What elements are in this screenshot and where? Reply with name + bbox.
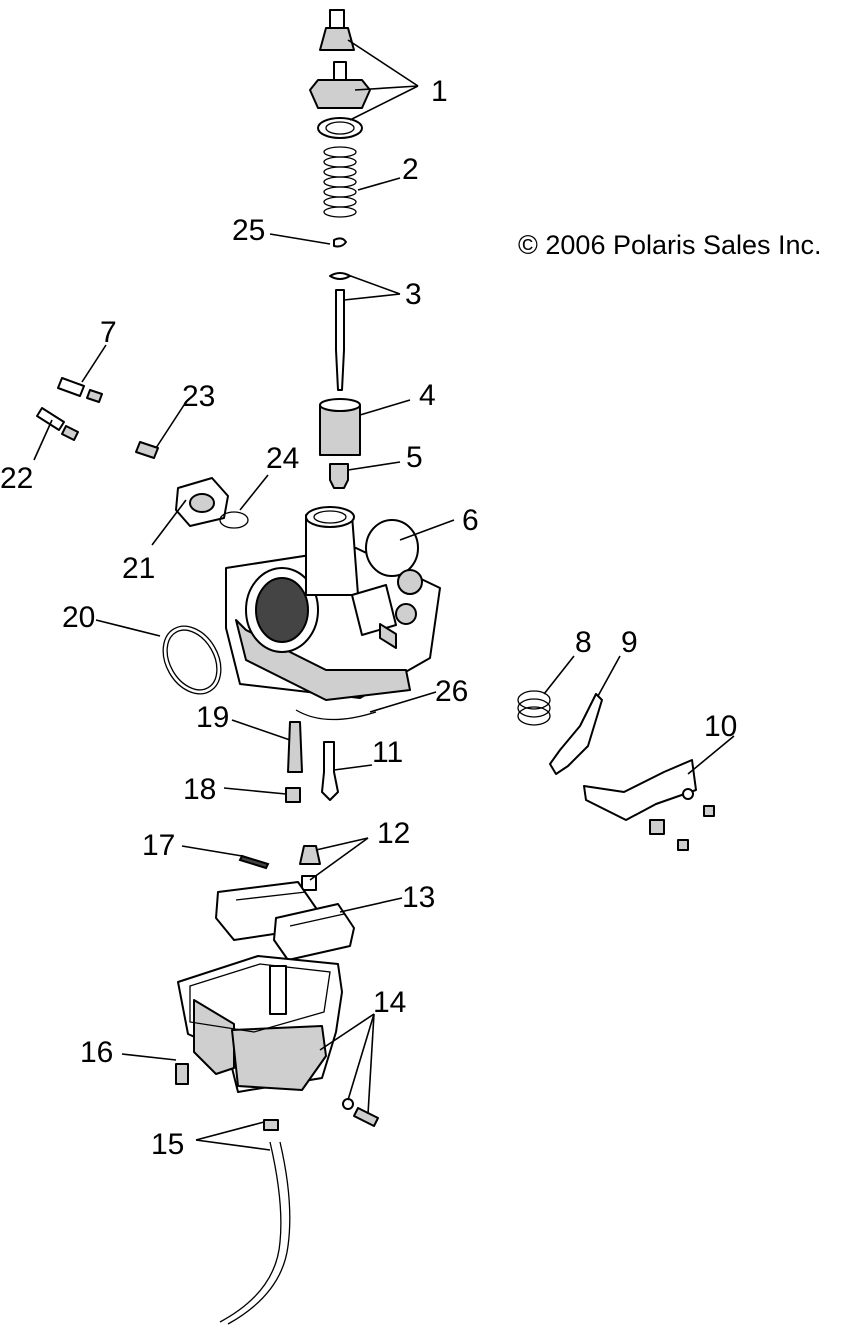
callout-12: 12 — [377, 817, 410, 850]
part-16-drain-screw — [175, 1063, 189, 1085]
part-7-screw — [57, 377, 103, 403]
callout-21: 21 — [122, 552, 155, 585]
callout-20: 20 — [62, 601, 95, 634]
callout-25: 25 — [232, 214, 265, 247]
part-14-drain-screw — [342, 1098, 379, 1127]
callout-11: 11 — [372, 736, 403, 769]
part-3-needle — [329, 272, 351, 391]
part-13-float — [215, 881, 355, 961]
callout-15: 15 — [151, 1128, 184, 1161]
part-23-screw — [135, 441, 159, 459]
part-2-spring — [323, 146, 357, 218]
copyright-text: © 2006 Polaris Sales Inc. — [518, 230, 822, 260]
part-20-o-ring — [162, 625, 222, 695]
callout-numbers: 1 2 3 4 5 6 7 8 9 10 11 12 13 14 15 16 1… — [0, 75, 737, 1161]
callout-3: 3 — [405, 278, 422, 311]
part-4-throttle-valve — [319, 398, 361, 456]
callout-14: 14 — [373, 986, 406, 1019]
part-1-throttle-cap — [309, 9, 371, 139]
part-11-pilot-jet — [321, 741, 339, 801]
callout-1: 1 — [431, 75, 448, 108]
callout-7: 7 — [100, 316, 117, 349]
part-22-screw — [36, 407, 79, 441]
part-25-clip — [333, 237, 347, 248]
part-19-needle-jet — [287, 721, 303, 773]
callout-6: 6 — [462, 504, 479, 537]
callout-10: 10 — [704, 710, 737, 743]
callout-16: 16 — [80, 1036, 113, 1069]
callout-13: 13 — [402, 881, 435, 914]
part-24-o-ring — [219, 511, 249, 529]
callout-24: 24 — [266, 442, 299, 475]
leader-lines — [33, 39, 735, 1151]
callout-26: 26 — [435, 675, 468, 708]
part-15-drain-hose — [219, 1119, 291, 1325]
callout-22: 22 — [0, 462, 33, 495]
callout-23: 23 — [182, 380, 215, 413]
part-12-float-valve — [299, 845, 321, 891]
part-9-throttle-lever — [549, 693, 603, 775]
callout-19: 19 — [196, 701, 229, 734]
part-6-carburetor-body — [225, 506, 441, 701]
part-10-bracket — [583, 759, 715, 851]
callout-9: 9 — [621, 626, 638, 659]
callout-4: 4 — [419, 379, 436, 412]
part-17-pin — [238, 854, 270, 870]
part-5-jet — [329, 463, 349, 489]
callout-8: 8 — [575, 626, 592, 659]
part-8-spring — [517, 690, 551, 726]
callout-17: 17 — [142, 829, 175, 862]
part-21-flange — [175, 477, 229, 527]
callout-2: 2 — [402, 153, 419, 186]
float-bowl — [177, 955, 343, 1093]
callout-18: 18 — [183, 773, 216, 806]
part-26-gasket — [295, 709, 377, 721]
part-18-jet — [285, 787, 301, 803]
callout-5: 5 — [406, 441, 423, 474]
